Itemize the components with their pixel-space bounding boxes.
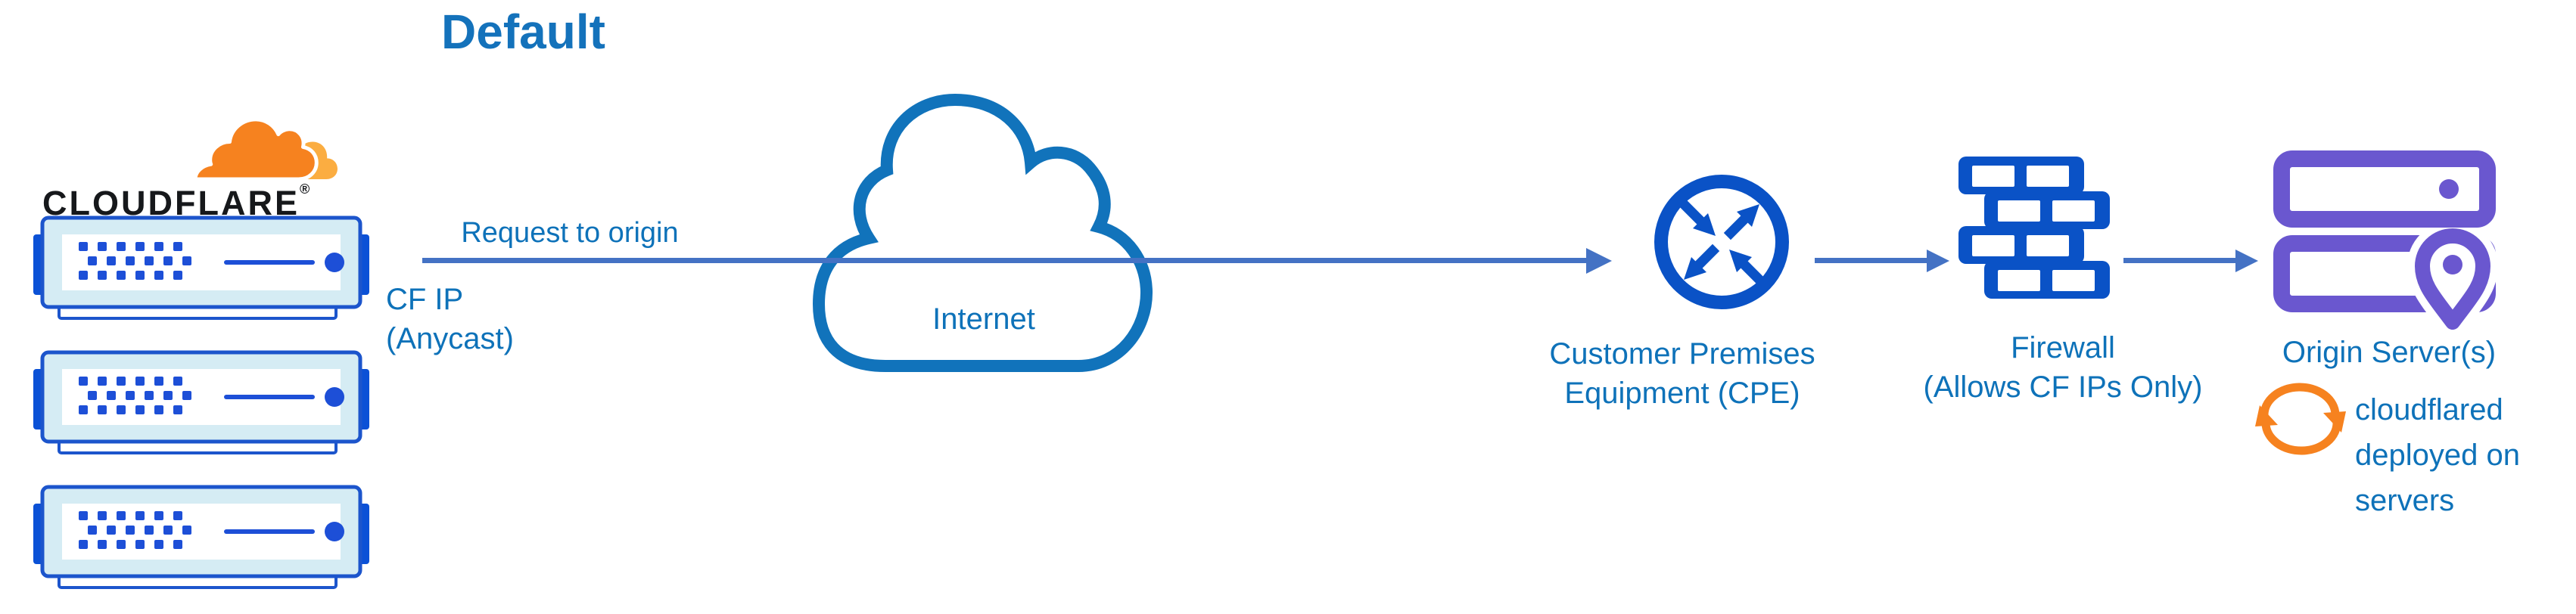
label-cf-ip-anycast: CF IP (Anycast) [386, 280, 514, 358]
label-cpe-line1: Customer Premises [1549, 337, 1815, 371]
label-internet: Internet [932, 302, 1035, 336]
label-cloudflared-line2: deployed on [2355, 439, 2520, 472]
arrow-line-firewall-to-origin [2123, 258, 2235, 263]
cloudflare-logo-icon [193, 117, 338, 181]
label-firewall-line2: (Allows CF IPs Only) [1923, 371, 2203, 404]
label-firewall: Firewall (Allows CF IPs Only) [1892, 328, 2234, 407]
label-cf-ip-line2: (Anycast) [386, 322, 514, 355]
arrow-line-cpe-to-firewall [1815, 258, 1927, 263]
label-cf-ip-line1: CF IP [386, 283, 464, 316]
label-cloudflared-line1: cloudflared [2355, 393, 2503, 426]
label-cloudflared: cloudflared deployed on servers [2355, 387, 2520, 523]
location-pin-icon [2273, 150, 2498, 337]
label-cloudflared-line3: servers [2355, 484, 2455, 517]
arrow-head-cpe-to-firewall [1927, 250, 1949, 272]
arrow-line-cf-to-cpe [422, 258, 1588, 263]
origin-servers-icon [2273, 150, 2498, 337]
arrow-head-cf-to-cpe [1586, 248, 1612, 274]
server-rack-icon [33, 351, 369, 457]
diagram-title: Default [441, 5, 605, 59]
arrow-head-firewall-to-origin [2235, 250, 2258, 272]
cloudflared-sync-icon [2255, 383, 2346, 455]
label-request-to-origin: Request to origin [461, 217, 679, 249]
label-cpe: Customer Premises Equipment (CPE) [1531, 334, 1834, 413]
registered-mark: ® [299, 181, 310, 197]
server-rack-icon [33, 216, 369, 322]
server-rack-icon [33, 485, 369, 591]
cpe-router-icon [1654, 175, 1789, 309]
label-origin-servers: Origin Server(s) [2282, 336, 2497, 369]
firewall-icon [1958, 157, 2110, 299]
label-cpe-line2: Equipment (CPE) [1564, 377, 1800, 410]
label-firewall-line1: Firewall [2011, 331, 2115, 364]
